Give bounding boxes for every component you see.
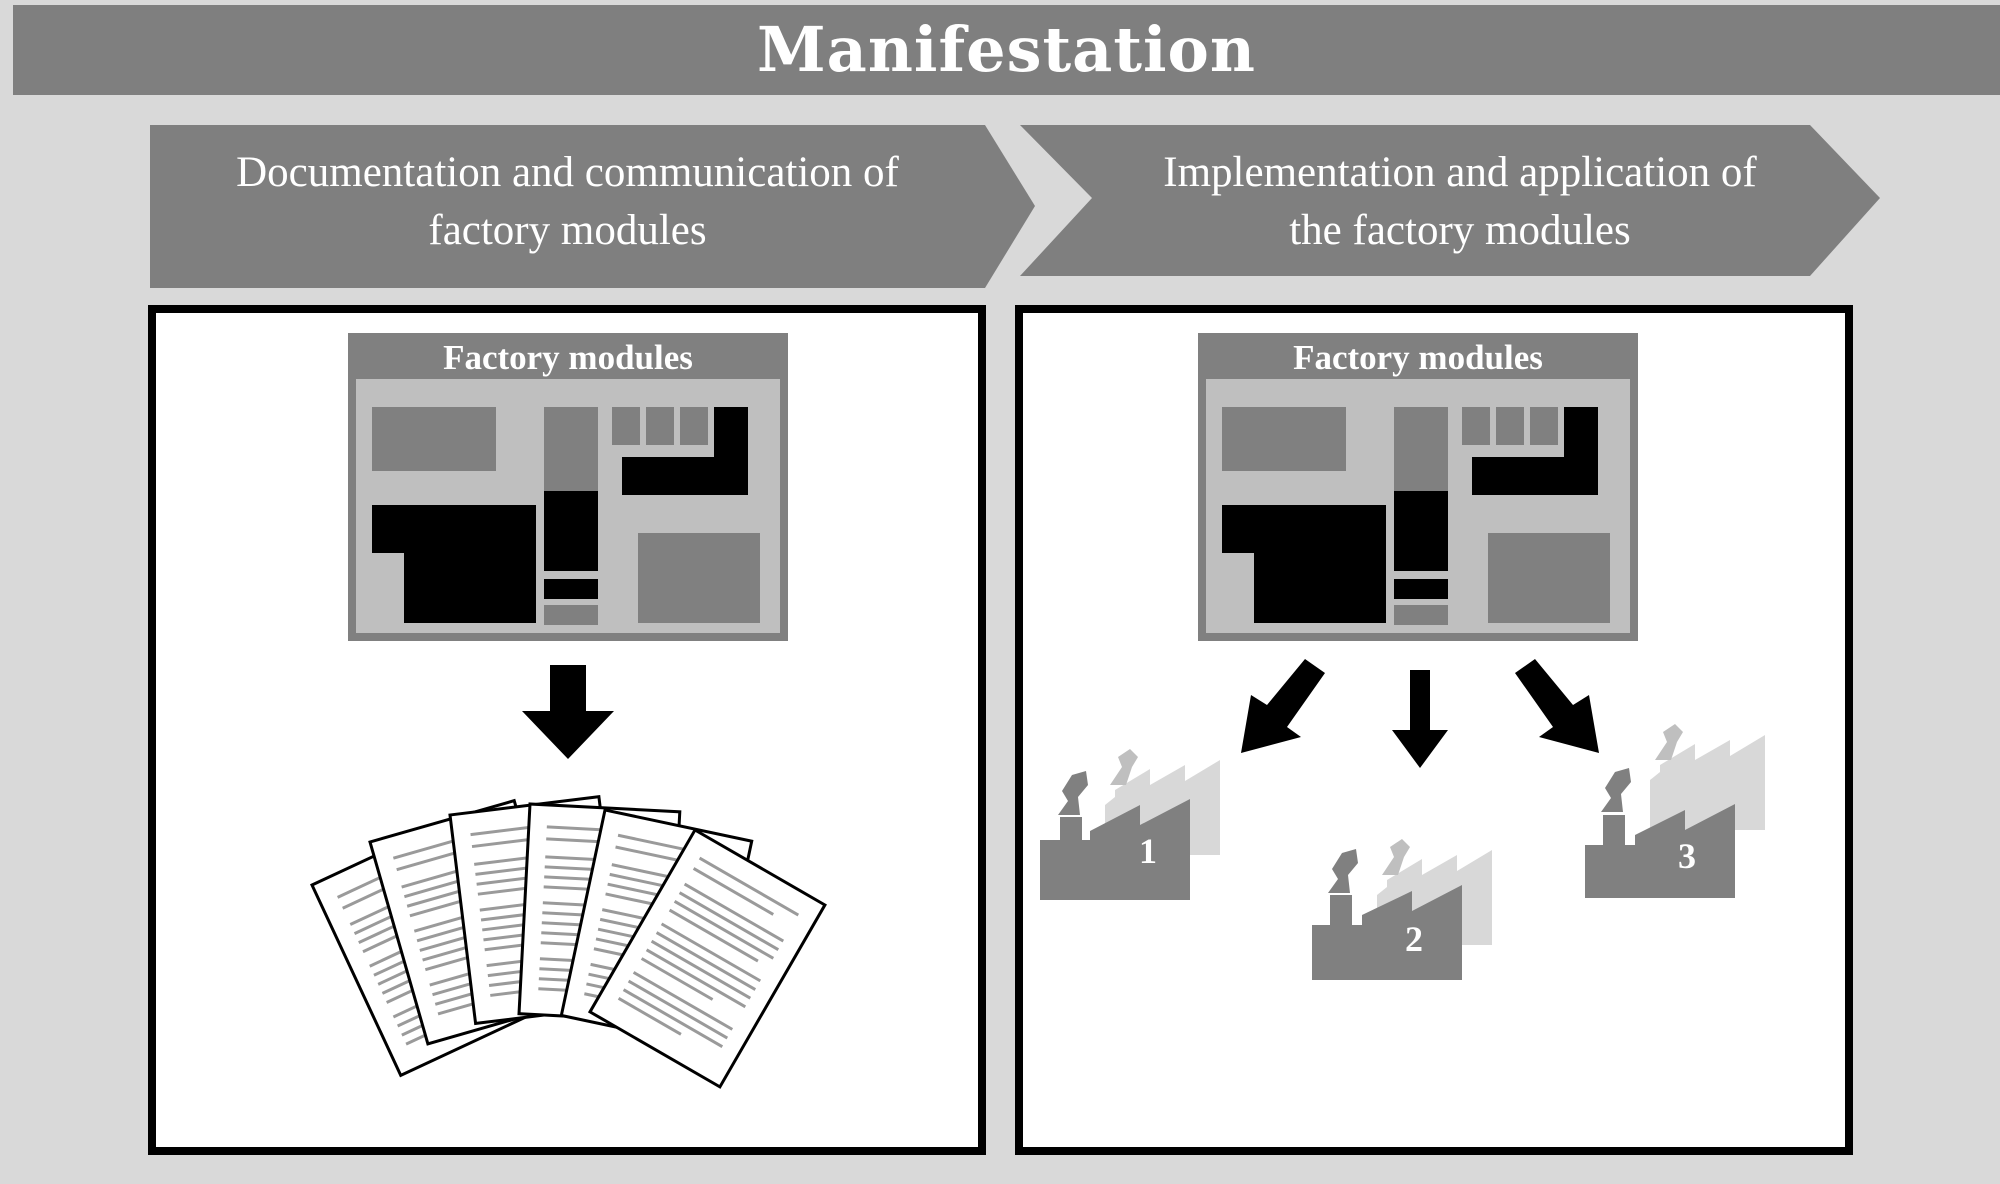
- factory-modules-layout-left: [348, 333, 788, 641]
- plant-label-2: 2: [1405, 919, 1423, 959]
- factory-modules-title-right: Factory modules: [1293, 338, 1543, 377]
- factory-icon-1: [1040, 749, 1220, 900]
- plant-label-3: 3: [1678, 836, 1696, 876]
- plant-label-1: 1: [1139, 831, 1157, 871]
- phase-1-line-1: Documentation and communication of: [236, 149, 899, 196]
- factory-modules-title-left: Factory modules: [443, 338, 693, 377]
- phase-label-documentation: Documentation and communication of facto…: [150, 144, 985, 260]
- page-title: Manifestation: [757, 13, 1256, 86]
- factory-icon-3: [1585, 724, 1765, 898]
- phase-label-implementation: Implementation and application of the fa…: [1090, 144, 1830, 260]
- factory-icon-2: [1312, 839, 1492, 980]
- arrow-to-plant-1-icon: [1241, 659, 1325, 753]
- factory-modules-layout-right: [1198, 333, 1638, 641]
- documents-icon: [310, 795, 827, 1089]
- arrow-to-plant-2-icon: [1392, 670, 1448, 768]
- phase-2-line-1: Implementation and application of: [1163, 149, 1757, 196]
- arrow-down-icon: [522, 665, 614, 759]
- phase-2-line-2: the factory modules: [1289, 207, 1631, 254]
- arrow-to-plant-3-icon: [1515, 659, 1599, 753]
- phase-1-line-2: factory modules: [428, 207, 707, 254]
- header-bar: Manifestation: [13, 5, 2000, 95]
